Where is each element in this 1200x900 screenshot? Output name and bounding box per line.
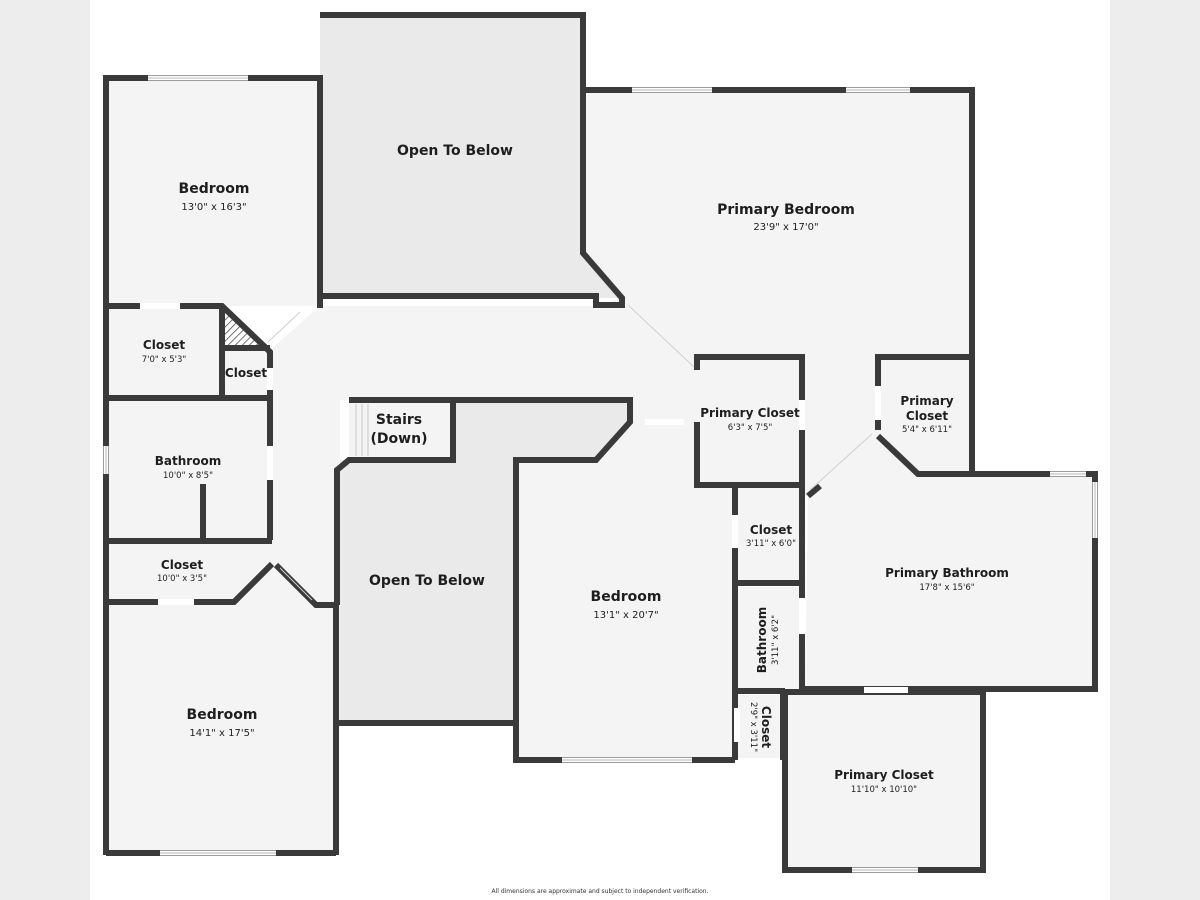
open-below-top-name: Open To Below [397, 143, 513, 159]
room-labels: Bedroom 13'0" x 16'3" Open To Below Prim… [142, 143, 1009, 795]
stairs-treads [355, 404, 369, 456]
closet-w-dims: 7'0" x 5'3" [142, 355, 187, 365]
bathroom-small-label-group: Bathroom 3'11" x 6'2" [755, 607, 781, 673]
open-below-top-fill [320, 15, 622, 298]
closet-tiny-label-group: Closet 2'9" x 3'11" [748, 702, 773, 752]
primary-closet-mid-fill [697, 357, 802, 483]
closet-mid-name: Closet [750, 523, 792, 537]
bathroom-w-name: Bathroom [155, 454, 221, 468]
closet-sw-dims: 10'0" x 3'5" [157, 574, 207, 584]
primary-closet-bottom-fill [785, 692, 983, 870]
bathroom-w-fill [106, 398, 270, 540]
closet-mid-dims: 3'11" x 6'0" [746, 539, 796, 549]
bedroom-nw-name: Bedroom [179, 181, 250, 197]
bedroom-sw-dims: 14'1" x 17'5" [189, 728, 254, 739]
closet-small-name: Closet [225, 366, 267, 380]
primary-bathroom-fill [805, 436, 1095, 689]
stairs-fill [349, 400, 453, 460]
primary-closet-bottom-dims: 11'10" x 10'10" [851, 785, 917, 795]
closet-tiny-name: Closet [759, 706, 773, 748]
primary-bedroom-fill [583, 88, 972, 496]
primary-closet-mid-name: Primary Closet [700, 406, 800, 420]
bedroom-center-fill [516, 422, 735, 758]
closet-sw-fill [106, 542, 270, 602]
primary-closet-right-line2: Closet [906, 409, 948, 423]
closet-small-fill [222, 348, 270, 396]
disclaimer-text: All dimensions are approximate and subje… [491, 888, 709, 895]
primary-bedroom-dims: 23'9" x 17'0" [753, 222, 818, 233]
primary-bathroom-dims: 17'8" x 15'6" [919, 583, 974, 593]
open-below-mid-name: Open To Below [369, 573, 485, 589]
bathroom-w-dims: 10'0" x 8'5" [163, 471, 213, 481]
primary-bathroom-name: Primary Bathroom [885, 566, 1009, 580]
bathroom-small-fill [737, 587, 802, 689]
bedroom-sw-fill [106, 565, 336, 852]
bedroom-center-name: Bedroom [591, 589, 662, 605]
bathroom-small-dims: 3'11" x 6'2" [771, 615, 781, 665]
open-below-mid-fill [340, 400, 630, 722]
room-fills [106, 15, 1095, 870]
walls [103, 12, 1098, 873]
bedroom-nw-fill [106, 80, 320, 306]
closet-w-name: Closet [143, 338, 185, 352]
doors [140, 303, 908, 742]
closet-tiny-dims: 2'9" x 3'11" [748, 702, 758, 752]
bedroom-center-dims: 13'1" x 20'7" [593, 610, 658, 621]
closet-sw-name: Closet [161, 558, 203, 572]
bedroom-sw-name: Bedroom [187, 707, 258, 723]
primary-bedroom-name: Primary Bedroom [717, 202, 855, 218]
primary-closet-bottom-name: Primary Closet [834, 768, 934, 782]
windows [103, 75, 1098, 873]
closet-w-fill [106, 306, 222, 396]
bedroom-nw-dims: 13'0" x 16'3" [181, 202, 246, 213]
stairs-direction: (Down) [371, 431, 428, 447]
primary-closet-right-line1: Primary [900, 394, 953, 408]
closet-tiny-fill [737, 695, 781, 758]
primary-closet-right-fill [878, 357, 970, 472]
stairs-label: Stairs [376, 412, 422, 428]
closet-mid-fill [735, 485, 802, 583]
bathroom-small-name: Bathroom [755, 607, 769, 673]
primary-closet-right-dims: 5'4" x 6'11" [902, 425, 952, 435]
primary-closet-mid-dims: 6'3" x 7'5" [728, 423, 773, 433]
